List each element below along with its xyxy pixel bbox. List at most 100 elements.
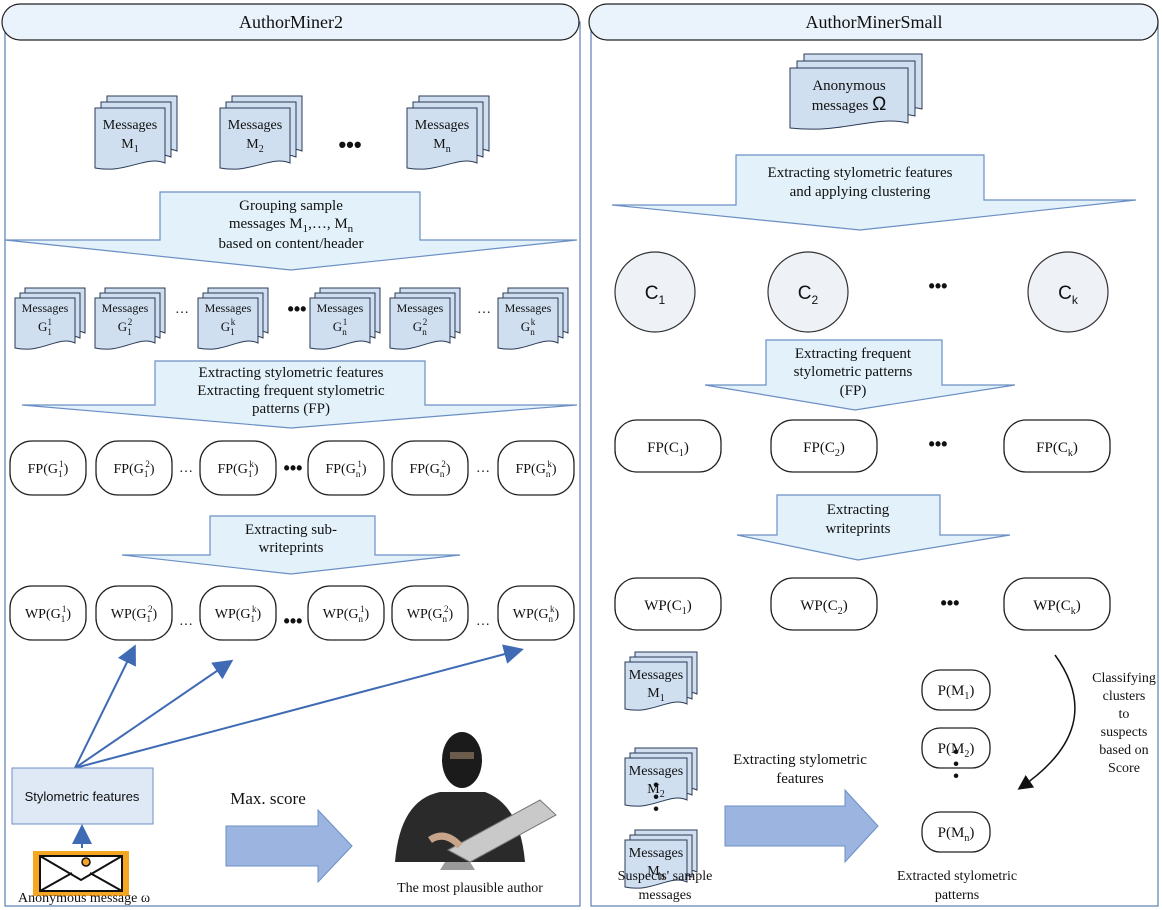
- right-fp-ellipsis: •••: [929, 434, 948, 454]
- fp-label-6: FP(Gnk): [515, 459, 556, 479]
- group-doc-label-1: Messages: [22, 301, 69, 315]
- message-doc-3: [406, 95, 490, 170]
- wp-small-ellipsis-2: …: [476, 614, 490, 629]
- stylometric-features-label: Stylometric features: [25, 789, 140, 804]
- grouping-step-line2: messages M1,…, Mn: [229, 216, 354, 235]
- classifying-line-3: to: [1119, 707, 1130, 722]
- fp-step-arrow: [21, 360, 578, 429]
- patterns-caption-line2: patterns: [935, 888, 979, 903]
- extract-features-label-line1: Extracting stylometric: [733, 752, 867, 768]
- fp-label-4: FP(Gn1): [325, 459, 366, 479]
- left-fp-boxes: FP(G11)FP(G12)FP(G1k)FP(Gn1)FP(Gn2)FP(Gn…: [9, 440, 575, 496]
- wp-box-6: [497, 585, 575, 641]
- message-doc-label-3: Messages: [415, 118, 469, 133]
- message-doc-label-1: Messages: [103, 118, 157, 133]
- classifying-line-1: Classifying: [1092, 671, 1156, 686]
- message-doc-1: [94, 95, 178, 170]
- group-doc-sub-1: G11: [38, 317, 52, 337]
- group-doc-sub-2: G12: [118, 317, 132, 337]
- suspect-doc-1-page: [624, 661, 688, 711]
- grouping-step-line3: based on content/header: [219, 236, 364, 252]
- fp-small-ellipsis-2: …: [476, 461, 490, 476]
- left-panel: AuthorMiner2 MessagesM1MessagesM2Message…: [1, 3, 581, 907]
- fp-ellipsis: •••: [284, 458, 303, 478]
- group-doc-6: [497, 287, 569, 350]
- wp-label-3: WP(G1k): [215, 604, 262, 624]
- pattern-box-3: [921, 811, 991, 853]
- message-doc-2: [219, 95, 303, 170]
- grouping-step-line1: Grouping sample: [239, 198, 343, 214]
- suspect-doc-3-page: [624, 839, 688, 889]
- fp-box-6: [497, 440, 575, 496]
- classifying-line-5: based on: [1099, 743, 1148, 758]
- group-doc-label-3: Messages: [205, 301, 252, 315]
- left-top-ellipsis: •••: [338, 132, 361, 157]
- suspect-docs-vertical-dot-2: •: [653, 789, 659, 806]
- group-small-ellipsis-1: …: [175, 302, 189, 317]
- message-doc-sub-3: Mn: [433, 137, 450, 155]
- anonymous-doc: [789, 53, 923, 130]
- stylometric-features-box: [11, 767, 154, 825]
- pattern-box-1: [921, 669, 991, 711]
- clustering-step-line1: Extracting stylometric features: [768, 165, 953, 181]
- right-fp-step-line1: Extracting frequent: [795, 346, 912, 362]
- right-fp-label-1: FP(C1): [647, 440, 689, 459]
- group-small-ellipsis-2: …: [477, 302, 491, 317]
- message-doc-2-page: [219, 107, 291, 170]
- left-group-message-docs: MessagesG11MessagesG12MessagesG1kMessage…: [14, 287, 569, 350]
- suspect-doc-2-page: [624, 757, 688, 807]
- most-plausible-author-caption: The most plausible author: [397, 881, 543, 896]
- right-panel-title: AuthorMinerSmall: [806, 12, 943, 32]
- right-wp-step-line2: writeprints: [826, 521, 891, 537]
- classifying-curved-arrow: [1017, 654, 1076, 790]
- cluster-ellipsis: •••: [929, 276, 948, 296]
- wp-label-6: WP(Gnk): [513, 604, 560, 624]
- right-fp-label-2: FP(C2): [803, 440, 845, 459]
- suspect-doc-sub-2: M2: [647, 782, 664, 800]
- extract-features-label-line2: features: [776, 771, 824, 787]
- right-wp-box-1: [614, 577, 722, 631]
- cluster-circle-1: [614, 251, 696, 333]
- wp-box-5: [391, 585, 469, 641]
- message-doc-sub-2: M2: [246, 137, 263, 155]
- arrow-to-wp-2: [74, 659, 234, 769]
- suspects-caption-line1: Suspects' sample: [618, 869, 713, 884]
- wp-label-5: WP(Gn2): [407, 604, 454, 624]
- suspect-docs-vertical-dot-3: •: [653, 801, 659, 818]
- suspect-doc-3: [624, 829, 698, 889]
- group-doc-1: [14, 287, 86, 350]
- wp-step-arrow: [121, 515, 461, 575]
- fp-step-line2: Extracting frequent stylometric: [197, 383, 385, 399]
- right-wp-ellipsis: •••: [941, 593, 960, 613]
- envelope-icon: [33, 851, 129, 896]
- arrow-to-wp-3: [74, 644, 524, 769]
- fp-box-2: [95, 440, 173, 496]
- suspect-docs-vertical-dot-1: •: [653, 777, 659, 794]
- right-fp-step-arrow: [704, 339, 1016, 411]
- right-fp-step-line2: stylometric patterns: [794, 364, 913, 380]
- anonymous-message-caption: Anonymous message ω: [18, 891, 150, 906]
- group-doc-label-4: Messages: [317, 301, 364, 315]
- right-wp-box-3: [1003, 577, 1111, 631]
- fp-small-ellipsis-1: …: [179, 461, 193, 476]
- pattern-vertical-dot-1: •: [953, 744, 959, 761]
- pattern-box-2: [921, 727, 991, 769]
- group-doc-1-page: [14, 297, 76, 350]
- fp-step-line1: Extracting stylometric features: [199, 365, 384, 381]
- group-doc-2-page: [94, 297, 156, 350]
- clustering-step-line2: and applying clustering: [790, 184, 931, 200]
- group-doc-6-page: [497, 297, 559, 350]
- classifying-line-2: clusters: [1103, 689, 1146, 704]
- group-doc-sub-5: Gn2: [413, 317, 427, 337]
- right-wp-step-line1: Extracting: [827, 502, 890, 518]
- fp-label-1: FP(G11): [28, 459, 69, 479]
- cluster-circle-3: [1027, 251, 1109, 333]
- group-doc-sub-6: Gnk: [521, 317, 536, 337]
- cluster-label-1: C1: [645, 283, 666, 307]
- hacker-icon: [395, 732, 557, 870]
